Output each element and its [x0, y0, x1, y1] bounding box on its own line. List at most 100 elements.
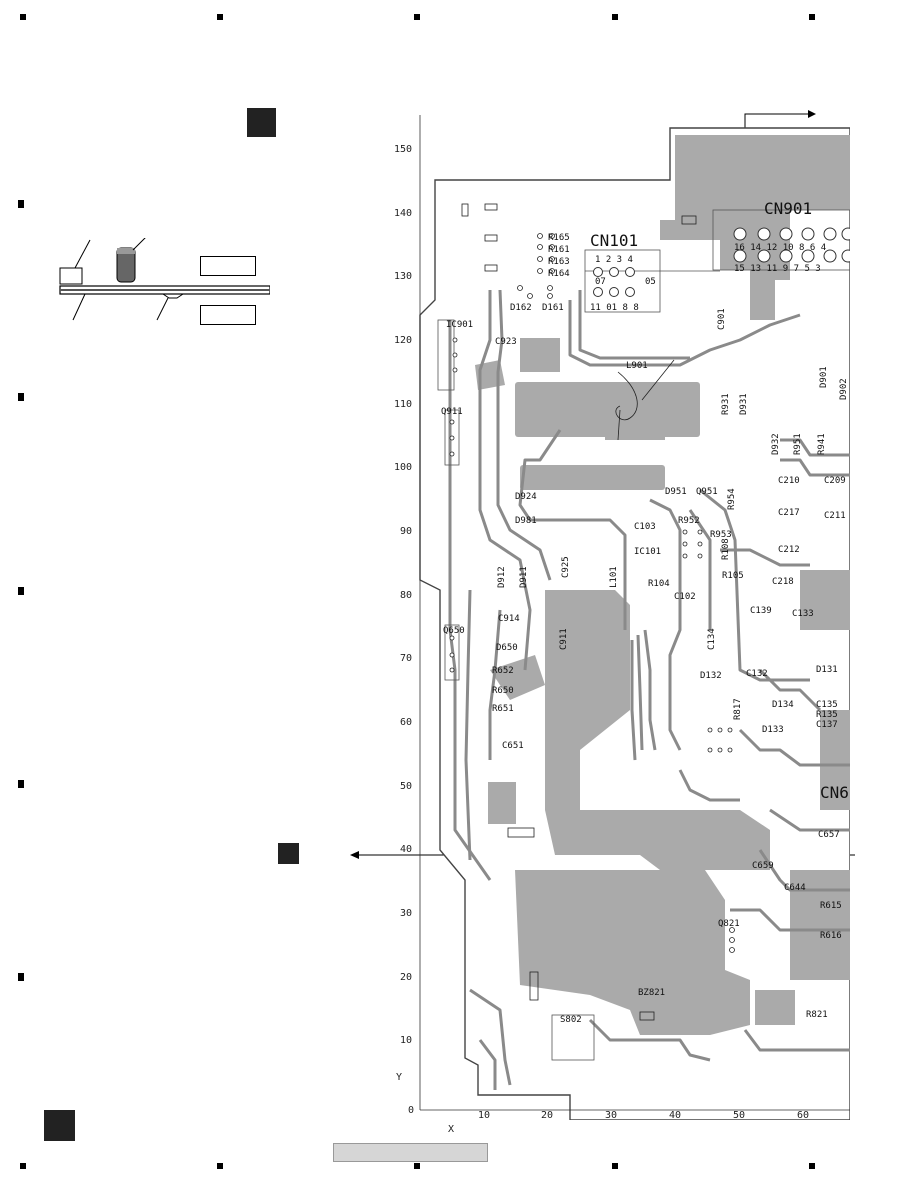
cn901-bottom-pins: 15 13 11 9 7 5 3	[734, 264, 821, 274]
corner-mark-bottom-3	[414, 1163, 420, 1169]
label-ic901: IC901	[446, 320, 473, 330]
y-tick-70: 70	[400, 653, 412, 664]
side-mark-4	[18, 780, 24, 788]
y-tick-90: 90	[400, 526, 412, 537]
label-c134: C134	[707, 628, 717, 650]
label-q911: Q911	[441, 407, 463, 417]
label-c211: C211	[824, 511, 846, 521]
y-tick-0: 0	[408, 1105, 414, 1116]
label-r161: R161	[548, 245, 570, 255]
label-r104: R104	[648, 579, 670, 589]
cn101-pin-row-3: 05	[645, 277, 656, 287]
label-d931: D931	[739, 393, 749, 415]
label-r952: R952	[678, 516, 700, 526]
corner-mark-top-1	[20, 14, 26, 20]
corner-mark-bottom-5	[809, 1163, 815, 1169]
y-tick-60: 60	[400, 717, 412, 728]
cn901-label: CN901	[764, 199, 812, 218]
x-tick-30: 30	[605, 1110, 617, 1121]
y-axis: 150 140 130 120 110 100 90 80 70 60 50 4…	[394, 144, 414, 1116]
label-s802: S802	[560, 1015, 582, 1025]
label-d133: D133	[762, 725, 784, 735]
label-r615: R615	[820, 901, 842, 911]
label-c212: C212	[778, 545, 800, 555]
label-c133: C133	[792, 609, 814, 619]
label-d932: D932	[771, 433, 781, 455]
label-c923: C923	[495, 337, 517, 347]
y-tick-140: 140	[394, 208, 412, 219]
x-axis: 10 20 30 40 50 60 X	[448, 1110, 809, 1135]
cn101-label: CN101	[590, 231, 638, 250]
label-d162: D162	[510, 303, 532, 313]
x-axis-label: X	[448, 1124, 454, 1135]
side-view-label-bottom	[200, 305, 256, 325]
corner-mark-bottom-4	[612, 1163, 618, 1169]
label-r651: R651	[492, 704, 514, 714]
label-r953: R953	[710, 530, 732, 540]
side-mark-1	[18, 200, 24, 208]
section-marker-top	[247, 108, 276, 137]
label-c911: C911	[559, 628, 569, 650]
corner-mark-top-2	[217, 14, 223, 20]
label-c651: C651	[502, 741, 524, 751]
y-tick-130: 130	[394, 271, 412, 282]
x-tick-60: 60	[797, 1110, 809, 1121]
label-d902: D902	[839, 378, 849, 400]
label-c925: C925	[561, 556, 571, 578]
label-d131: D131	[816, 665, 838, 675]
label-q821: Q821	[718, 919, 740, 929]
cn101-pin-row-5: 11 01 8 8	[590, 303, 639, 313]
label-r108: R108	[721, 538, 731, 560]
component-labels: CN901 CN101 CN6 16 14 12 10 8 6 4 15 13 …	[441, 199, 849, 1025]
x-tick-50: 50	[733, 1110, 745, 1121]
corner-mark-top-3	[414, 14, 420, 20]
side-mark-3	[18, 587, 24, 595]
label-c217: C217	[778, 508, 800, 518]
y-tick-110: 110	[394, 399, 412, 410]
label-d951: D951	[665, 487, 687, 497]
label-r954: R954	[727, 488, 737, 510]
cn901-top-pins: 16 14 12 10 8 6 4	[734, 243, 826, 253]
section-marker-bottom	[44, 1110, 75, 1141]
label-d924: D924	[515, 492, 537, 502]
label-bz821: BZ821	[638, 988, 665, 998]
label-c210: C210	[778, 476, 800, 486]
label-r931: R931	[721, 393, 731, 415]
label-c139: C139	[750, 606, 772, 616]
corner-mark-top-5	[809, 14, 815, 20]
label-d911: D911	[519, 566, 529, 588]
cn101-pin-row-1: 1 2 3 4	[595, 255, 633, 265]
side-view-label-top	[200, 256, 256, 276]
y-tick-80: 80	[400, 590, 412, 601]
section-marker-mid	[278, 843, 299, 864]
label-r165: R165	[548, 233, 570, 243]
label-r163: R163	[548, 257, 570, 267]
label-d134: D134	[772, 700, 794, 710]
label-c901: C901	[717, 308, 727, 330]
side-mark-2	[18, 393, 24, 401]
label-r650: R650	[492, 686, 514, 696]
label-r951: R951	[793, 433, 803, 455]
label-r652: R652	[492, 666, 514, 676]
label-q951: Q951	[696, 487, 718, 497]
label-c135: C135	[816, 700, 838, 710]
corner-mark-bottom-2	[217, 1163, 223, 1169]
x-tick-20: 20	[541, 1110, 553, 1121]
label-d981: D981	[515, 516, 537, 526]
label-d132: D132	[700, 671, 722, 681]
corner-mark-bottom-1	[20, 1163, 26, 1169]
label-ic101: IC101	[634, 547, 661, 557]
y-tick-150: 150	[394, 144, 412, 155]
cn101-pin-row-2: 07	[595, 277, 606, 287]
label-r817: R817	[733, 698, 743, 720]
corner-mark-top-4	[612, 14, 618, 20]
label-c137: C137	[816, 720, 838, 730]
label-c209: C209	[824, 476, 846, 486]
label-r164: R164	[548, 269, 570, 279]
y-tick-40: 40	[400, 844, 412, 855]
label-q650: Q650	[443, 626, 465, 636]
label-d650: D650	[496, 643, 518, 653]
footer-bar	[333, 1143, 488, 1162]
label-d161: D161	[542, 303, 564, 313]
label-r821: R821	[806, 1010, 828, 1020]
